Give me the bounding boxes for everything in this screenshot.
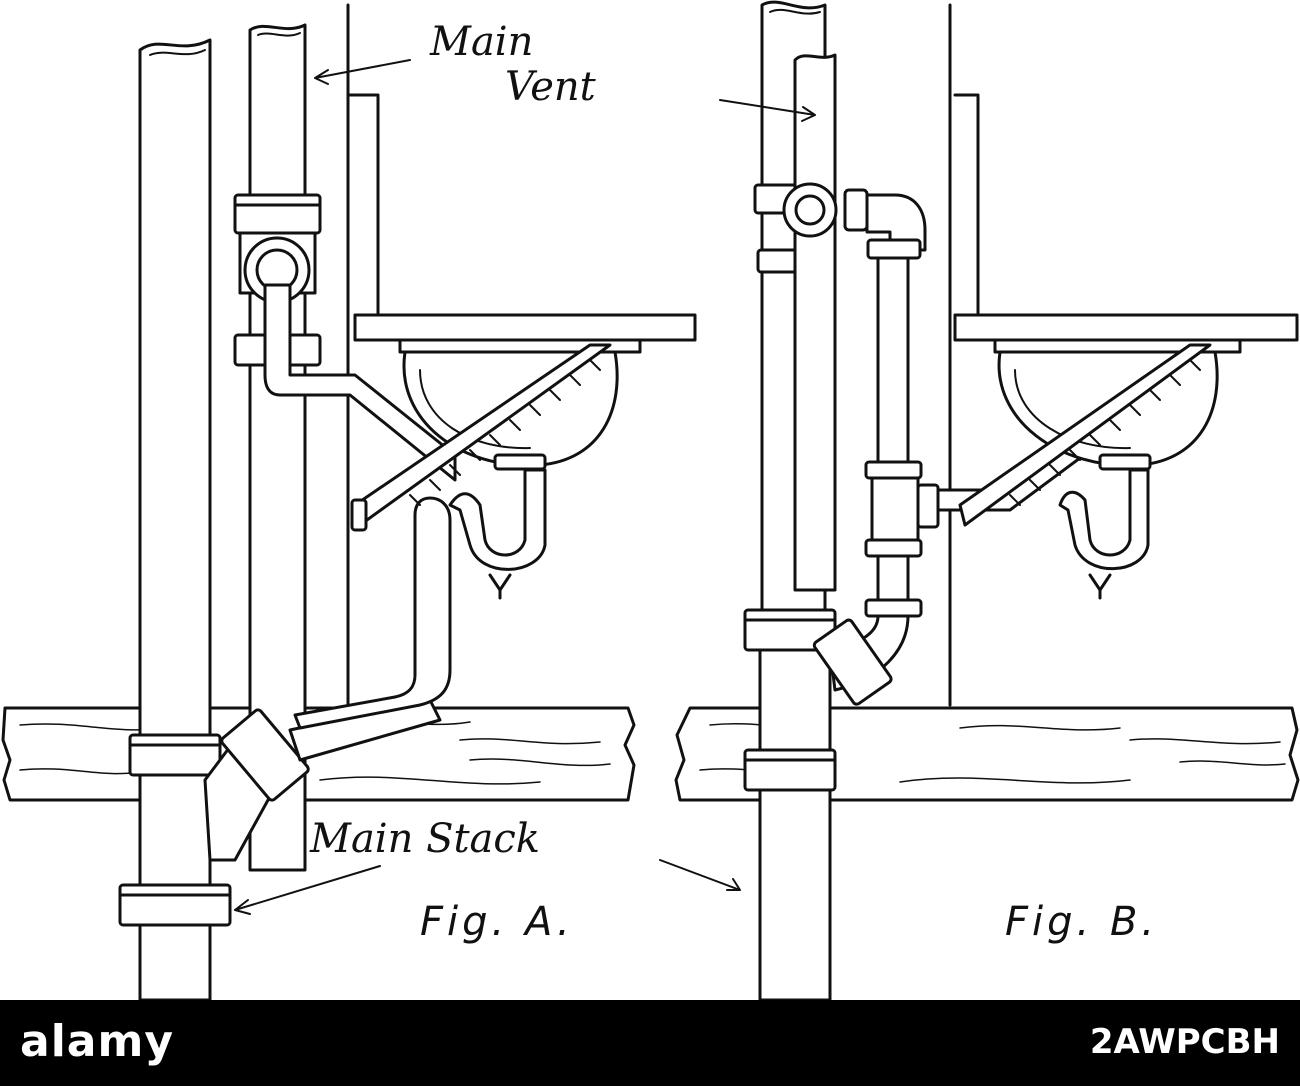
arrow-main-vent-a bbox=[314, 59, 411, 85]
fig-b-bracket bbox=[958, 343, 1212, 527]
fig-a-y-branch bbox=[203, 698, 442, 862]
alamy-logo: alamy bbox=[20, 1016, 174, 1067]
fig-b-p-trap bbox=[1058, 468, 1150, 571]
fig-a-p-trap bbox=[448, 468, 547, 571]
fig-b-vent-coupling bbox=[864, 460, 923, 480]
main-vent-label-line2: Vent bbox=[505, 64, 597, 110]
fig-a-main-stack bbox=[118, 38, 232, 1000]
fig-b-sanitary-tee bbox=[864, 476, 940, 618]
main-stack-label: Main Stack bbox=[309, 816, 540, 862]
fig-b-vent-loop bbox=[782, 182, 927, 260]
fig-a-drain-pipe bbox=[293, 496, 452, 730]
fig-a-caption: Fig. A. bbox=[420, 899, 574, 945]
fig-b-vent-drop bbox=[876, 256, 910, 472]
fig-b-wall-post bbox=[953, 93, 980, 317]
fig-a-vent-arm bbox=[263, 283, 457, 482]
fig-a-bracket bbox=[350, 343, 612, 532]
image-id: 2AWPCBH bbox=[1089, 1022, 1280, 1062]
plumbing-diagram: Main Vent Main Stack Fig. A. Fig. B. bbox=[1, 0, 1300, 1000]
watermark-footer: alamy 2AWPCBH bbox=[0, 1000, 1300, 1086]
arrow-main-stack-b bbox=[659, 859, 741, 891]
fig-b-main-vent bbox=[793, 53, 837, 592]
arrow-main-stack-a bbox=[234, 865, 381, 915]
fig-a-drawing bbox=[1, 3, 697, 1000]
fig-b-drawing bbox=[674, 0, 1300, 1000]
fig-b-caption: Fig. B. bbox=[1005, 899, 1158, 945]
arrow-main-vent-b bbox=[719, 99, 816, 122]
fig-b-cleanout bbox=[1088, 573, 1112, 600]
main-vent-label: Main Vent bbox=[429, 19, 597, 110]
fig-a-wall-post bbox=[348, 93, 380, 317]
fig-a-cleanout bbox=[488, 573, 512, 600]
fig-b-basin bbox=[953, 313, 1299, 471]
fig-b-y-branch bbox=[812, 614, 910, 706]
main-vent-label-line1: Main bbox=[429, 19, 533, 65]
